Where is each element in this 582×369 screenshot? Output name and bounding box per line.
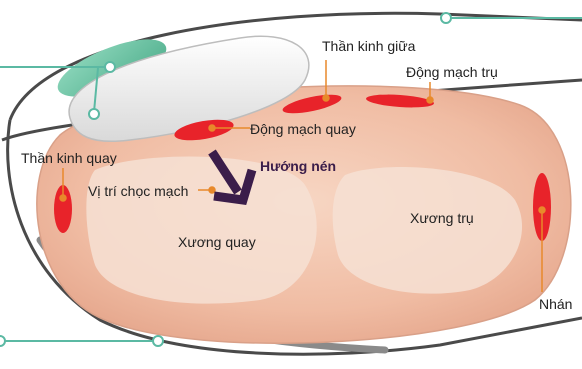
- leader-ulnar-nerve-dot: [539, 207, 545, 213]
- leader-ulnar-dot: [427, 97, 433, 103]
- label-median-nerve: Thần kinh giữa: [322, 38, 415, 54]
- teal-dot-green-pad: [105, 62, 115, 72]
- teal-dot-strap-left: [0, 336, 5, 346]
- leader-puncture-dot: [209, 187, 215, 193]
- teal-dot-pad: [89, 109, 99, 119]
- label-ulnar-nerve: Nhán: [539, 296, 572, 312]
- label-radial-artery: Động mạch quay: [250, 121, 356, 137]
- teal-dot-strap: [153, 336, 163, 346]
- leader-median-dot: [323, 95, 329, 101]
- radius-bone-shape: [86, 156, 316, 303]
- label-pressure-direction: Hướng nén: [260, 158, 336, 174]
- label-radius-bone: Xương quay: [178, 234, 256, 250]
- label-ulnar-artery: Động mạch trụ: [406, 64, 498, 80]
- label-ulna-bone: Xương trụ: [410, 210, 474, 226]
- label-puncture-site: Vị trí chọc mạch: [88, 183, 188, 199]
- label-radial-nerve: Thần kinh quay: [21, 150, 117, 166]
- leader-radial-nerve-dot: [60, 195, 66, 201]
- ulna-bone-shape: [333, 167, 522, 294]
- leader-radial-dot: [209, 125, 215, 131]
- teal-dot-frame: [441, 13, 451, 23]
